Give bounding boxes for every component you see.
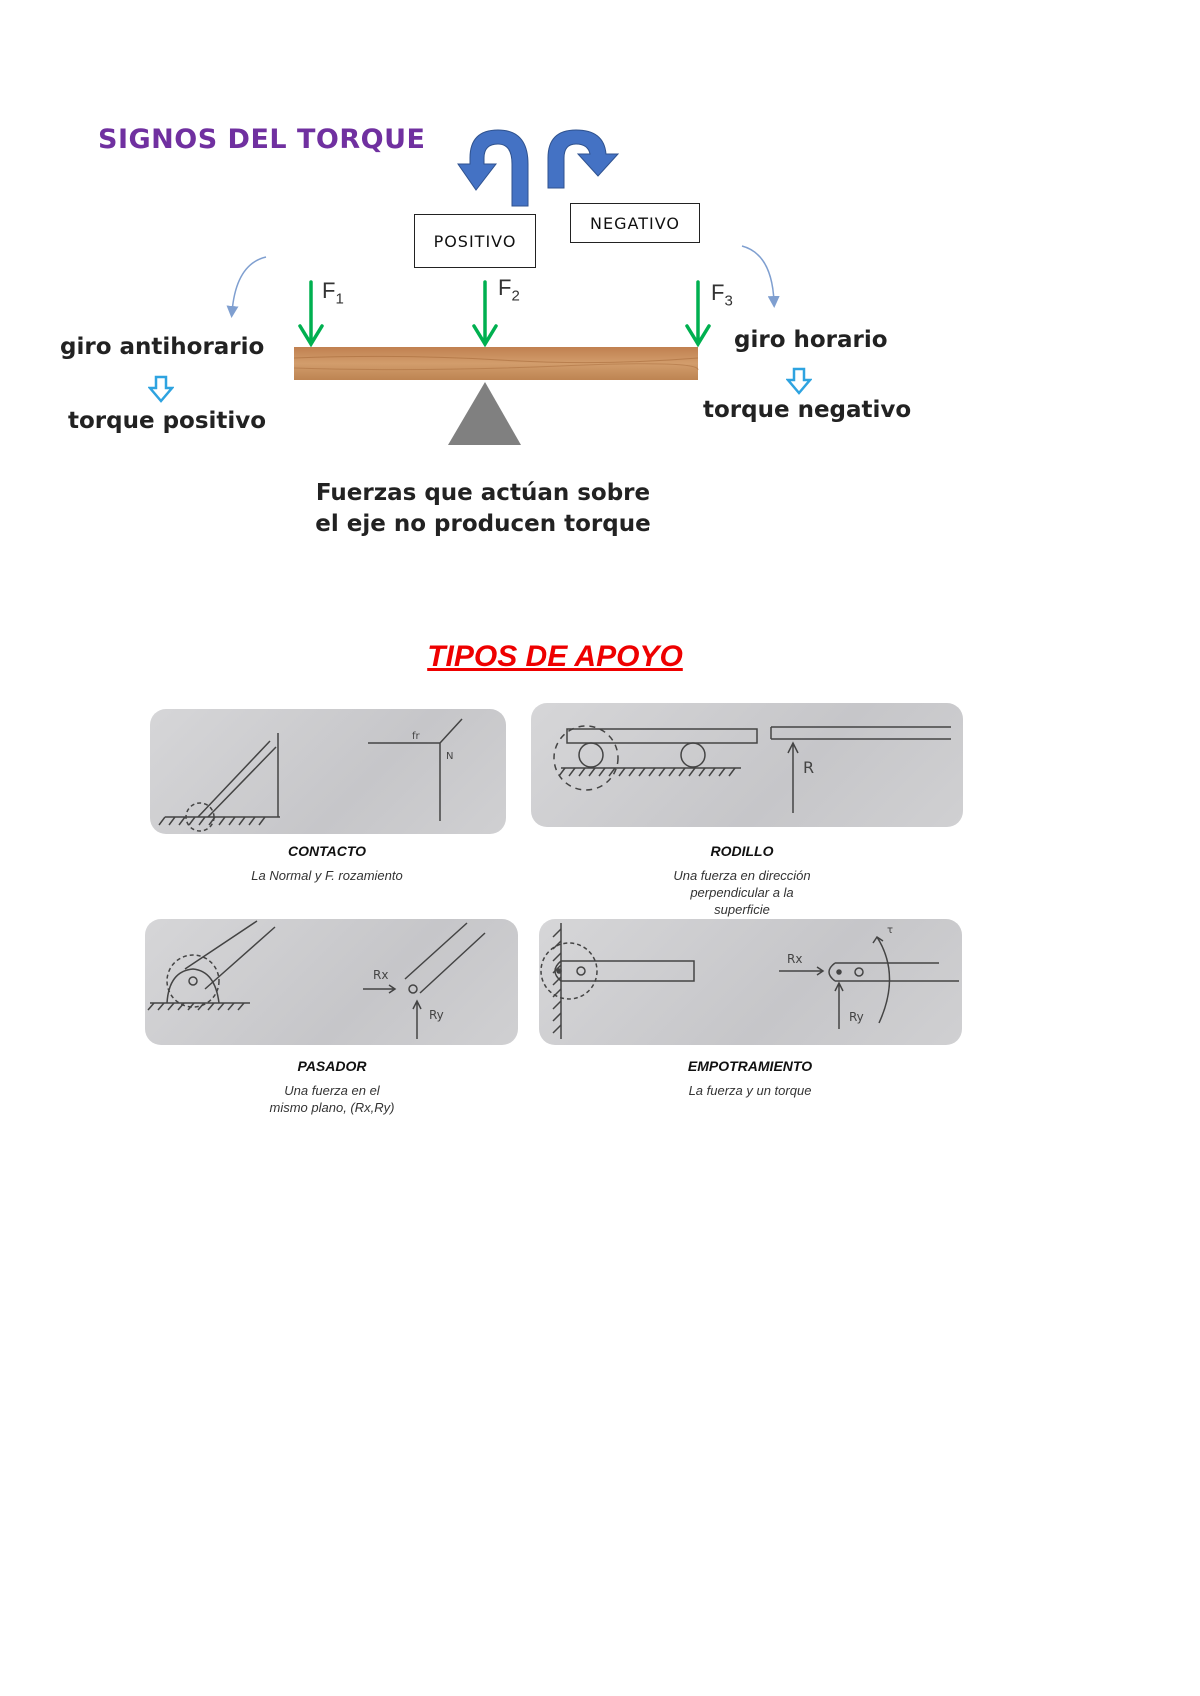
svg-text:R: R: [803, 758, 814, 777]
counterclockwise-hint-arrow-icon: [226, 256, 267, 318]
svg-text:Ry: Ry: [849, 1010, 864, 1024]
supports-title: TIPOS DE APOYO: [427, 640, 683, 673]
left-rotation-label: giro antihorario: [60, 334, 265, 360]
counterclockwise-arrow-icon: [457, 129, 529, 207]
right-rotation-label: giro horario: [734, 327, 888, 353]
support-description: Una fuerza en el mismo plano, (Rx,Ry): [269, 1083, 395, 1115]
support-description: La fuerza y un torque: [688, 1083, 812, 1098]
contact-caption: CONTACTO La Normal y F. rozamiento: [177, 843, 477, 884]
note-line-2: el eje no producen torque: [315, 511, 651, 537]
fixed-caption: EMPOTRAMIENTO La fuerza y un torque: [600, 1058, 900, 1099]
negative-box: NEGATIVO: [570, 203, 700, 243]
support-name: CONTACTO: [287, 843, 367, 859]
support-name: PASADOR: [297, 1058, 367, 1074]
contact-support-image: fr N: [150, 709, 506, 834]
down-outline-arrow-icon: [148, 375, 174, 403]
svg-text:Rx: Rx: [373, 968, 388, 982]
svg-text:N: N: [446, 751, 453, 762]
svg-text:Rx: Rx: [787, 952, 802, 966]
fixed-support-image: Rx Ry τ: [539, 919, 962, 1045]
positive-box: POSITIVO: [414, 214, 536, 268]
pin-caption: PASADOR Una fuerza en el mismo plano, (R…: [182, 1058, 482, 1116]
rotation-arrows-icon: [457, 129, 620, 207]
force-label-3: F3: [711, 280, 733, 310]
torque-title: SIGNOS DEL TORQUE: [98, 124, 426, 155]
support-description: Una fuerza en dirección perpendicular a …: [673, 868, 811, 917]
support-name: EMPOTRAMIENTO: [687, 1058, 813, 1074]
down-outline-arrow-icon: [786, 367, 812, 395]
roller-caption: RODILLO Una fuerza en dirección perpendi…: [592, 843, 892, 918]
svg-text:τ: τ: [887, 925, 893, 936]
force-label-2: F2: [498, 275, 520, 305]
svg-text:fr: fr: [412, 731, 421, 742]
fulcrum-triangle: [448, 382, 521, 445]
support-name: RODILLO: [710, 843, 774, 859]
force-arrow-1-icon: [298, 280, 324, 348]
force-label-1: F1: [322, 278, 344, 308]
note-line-1: Fuerzas que actúan sobre: [315, 480, 651, 506]
clockwise-hint-arrow-icon: [741, 245, 780, 308]
pin-support-image: Rx Ry: [145, 919, 518, 1045]
right-result-label: torque negativo: [703, 397, 912, 423]
support-description: La Normal y F. rozamiento: [251, 868, 403, 883]
axis-forces-note: Fuerzas que actúan sobre el eje no produ…: [313, 478, 653, 540]
lever-diagram: [226, 245, 780, 445]
force-arrow-3-icon: [685, 280, 711, 348]
roller-support-image: R: [531, 703, 963, 827]
force-arrow-2-icon: [472, 280, 498, 348]
left-result-label: torque positivo: [68, 408, 267, 434]
svg-text:Ry: Ry: [429, 1008, 444, 1022]
clockwise-arrow-icon: [547, 129, 620, 189]
